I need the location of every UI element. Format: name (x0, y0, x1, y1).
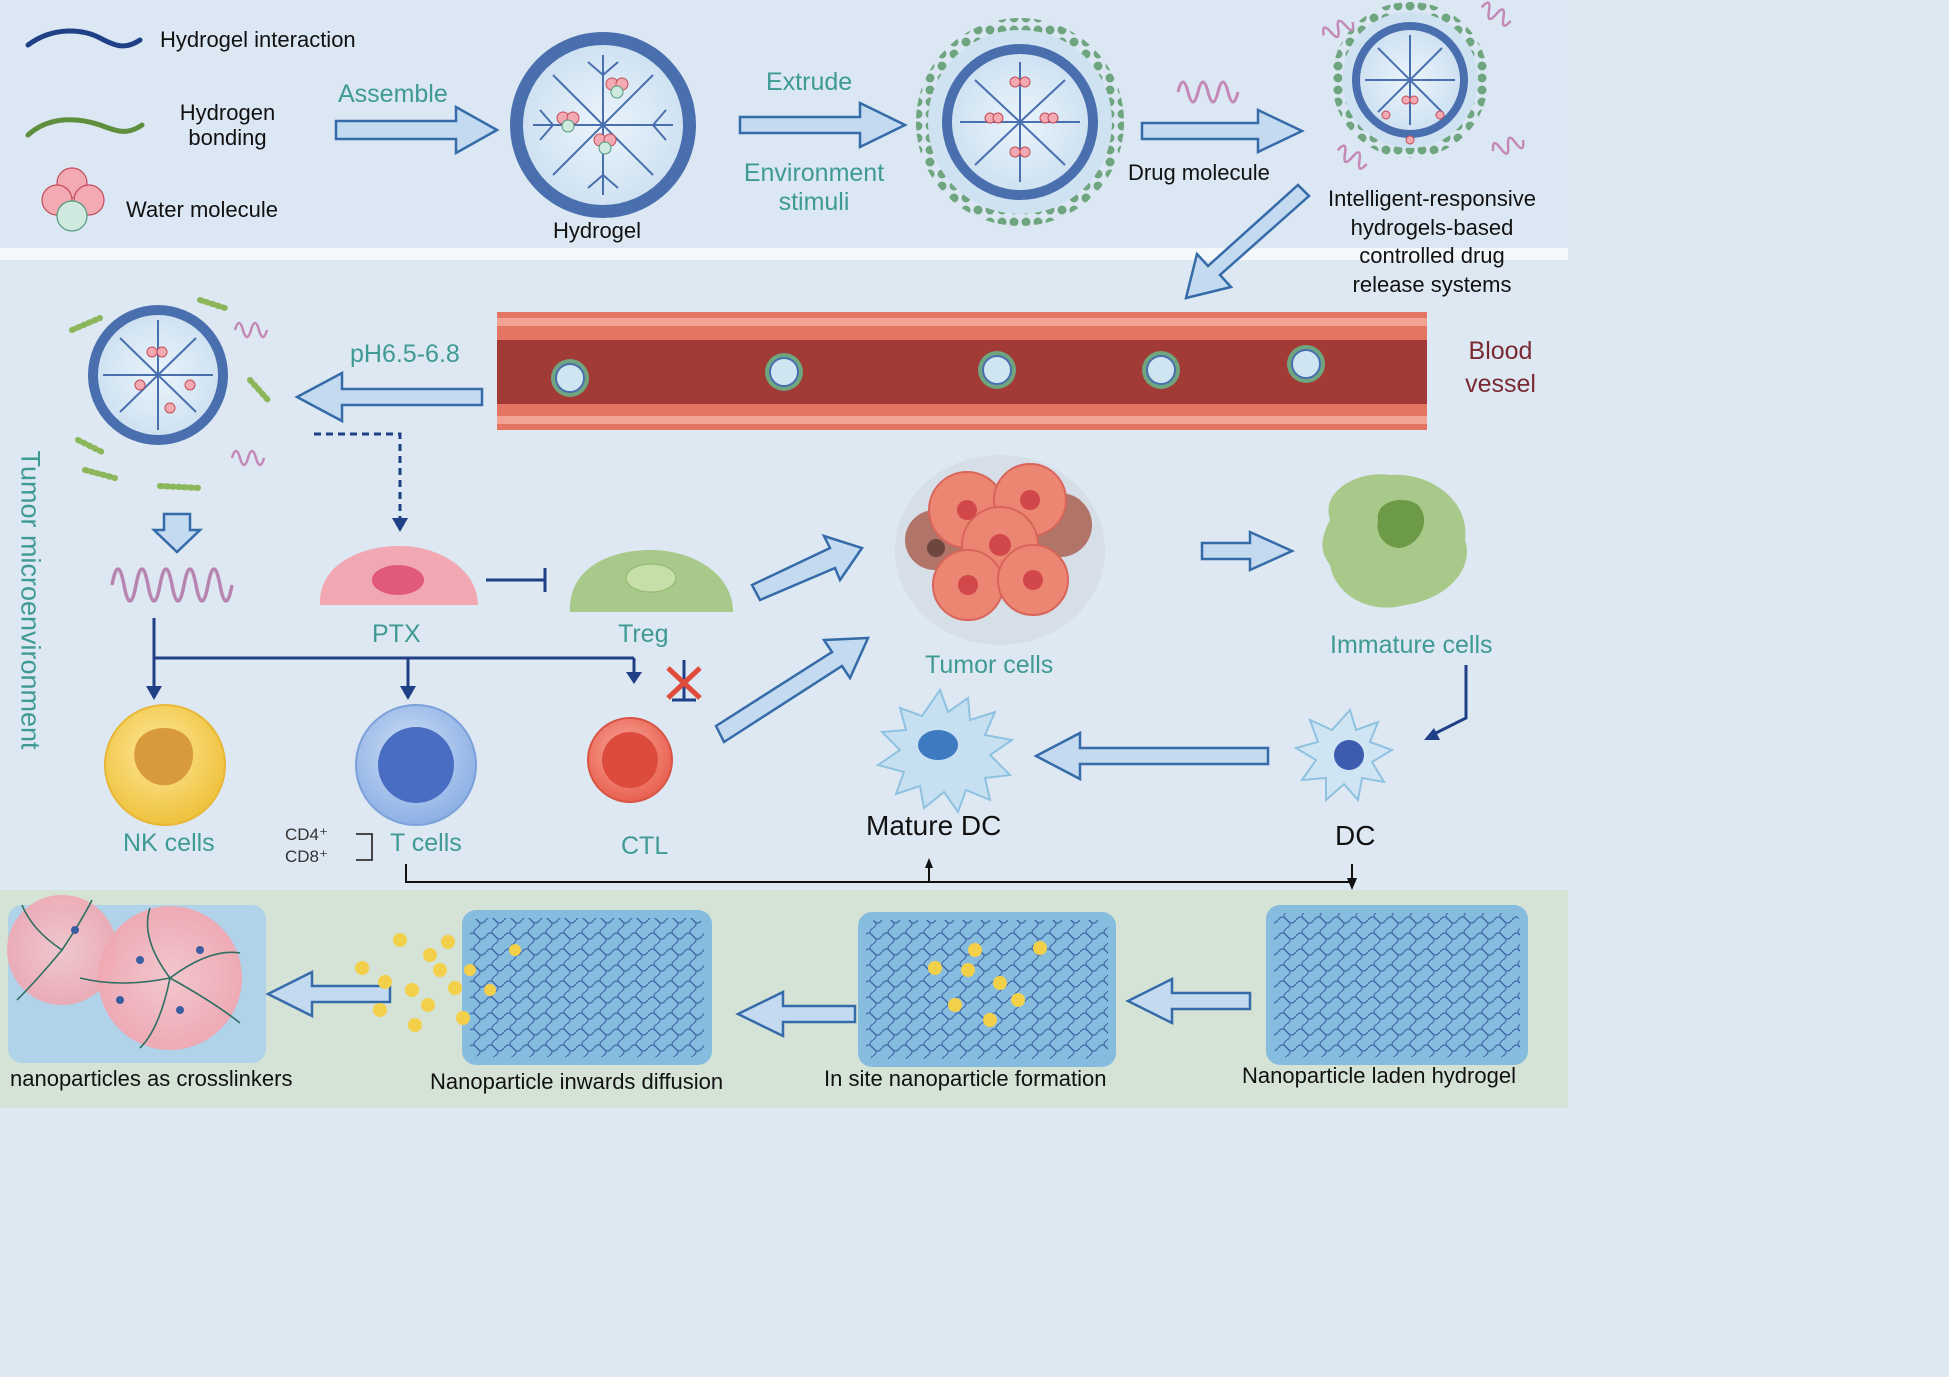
ptx-label: PTX (372, 620, 421, 648)
extrude-arrow (738, 100, 908, 150)
extrude-label: Extrude (766, 68, 853, 96)
crosslinked-gel (7, 895, 266, 1063)
blood-vessel-label: Blood vessel (1465, 337, 1536, 398)
drug-molecule-label: Drug molecule (1128, 160, 1270, 185)
treg-cell (569, 550, 733, 612)
crosslinkers-label: nanoparticles as crosslinkers (10, 1066, 293, 1091)
intelligent-hydrogel (1322, 1, 1525, 170)
vessel-particle (978, 351, 1016, 389)
hydrogen-bonding-line-icon (25, 117, 145, 138)
legend-hydrogel-interaction: Hydrogel interaction (160, 27, 356, 52)
diffusion-to-crosslink-arrow (265, 969, 392, 1019)
immature-to-dc-line (1429, 665, 1468, 738)
immature-cells-label: Immature cells (1330, 631, 1493, 659)
environment-stimuli-label: Environment stimuli (743, 159, 885, 216)
drug-release-diagram (0, 0, 1568, 1108)
free-nanoparticles (355, 933, 470, 1032)
release-down-arrow (150, 512, 204, 554)
panel-divider (0, 248, 1568, 260)
nk-cell (104, 704, 226, 826)
laden-to-formation-arrow (1125, 976, 1252, 1026)
vessel-particle (1142, 351, 1180, 389)
treg-to-tumor-arrow (750, 533, 864, 602)
in-site-formation-label: In site nanoparticle formation (824, 1066, 1107, 1091)
degrading-hydrogel (69, 297, 271, 491)
tumor-cells-label: Tumor cells (925, 651, 1054, 679)
vessel-particle (1287, 345, 1325, 383)
tumor-microenvironment-title: Tumor microenvironment (15, 450, 46, 750)
intelligent-system-label: Intelligent-responsive hydrogels-based c… (1328, 186, 1536, 297)
block-cross-icon (666, 666, 702, 700)
water-molecule-icon (41, 167, 105, 232)
formation-gel (858, 912, 1116, 1067)
dashed-arrow-to-ptx (314, 432, 402, 522)
tumor-cluster (895, 455, 1105, 645)
vessel-particle (551, 359, 589, 397)
legend-water-molecule: Water molecule (126, 197, 279, 222)
hydrogel-label: Hydrogel (553, 218, 642, 243)
nk-cells-label: NK cells (123, 829, 215, 857)
cd8-label: CD8⁺ (285, 847, 328, 866)
inwards-diffusion-label: Nanoparticle inwards diffusion (430, 1069, 724, 1094)
dc-to-mature-arrow (1033, 730, 1270, 782)
assemble-arrow (334, 104, 500, 156)
mature-dc-label: Mature DC (866, 810, 1002, 841)
t-cell (355, 704, 477, 826)
to-bloodstream-arrow (1184, 183, 1311, 300)
diffusion-gel (462, 910, 712, 1065)
tumor-to-immature-arrow (1200, 530, 1296, 572)
ph-label: pH6.5-6.8 (350, 340, 460, 368)
load-drug-arrow (1140, 108, 1305, 154)
ctl-cell (587, 717, 673, 803)
mature-dc-cell (875, 687, 1015, 815)
drug-coil-middle-icon (110, 567, 234, 603)
drug-coil-icon (1176, 80, 1240, 104)
ptx-cell (319, 545, 478, 605)
laden-gel (1266, 905, 1528, 1065)
liposome-hydrogel (916, 18, 1124, 226)
ctl-to-tumor-arrow (714, 636, 870, 744)
treg-label: Treg (618, 620, 669, 648)
formation-to-diffusion-arrow (735, 989, 857, 1039)
cd-bracket (356, 833, 373, 861)
inhibition-line (486, 568, 547, 592)
legend-hydrogen-bonding: Hydrogen bonding (179, 100, 276, 151)
assemble-label: Assemble (338, 80, 448, 108)
blood-vessel (497, 312, 1427, 430)
dc-label: DC (1335, 820, 1376, 851)
vessel-particle (765, 353, 803, 391)
dc-cell (1293, 708, 1395, 803)
laden-hydrogel-label: Nanoparticle laden hydrogel (1242, 1063, 1516, 1088)
t-cells-label: T cells (390, 829, 462, 857)
hydrogel-interaction-line-icon (25, 28, 143, 49)
hydrogel-sphere (510, 32, 696, 218)
immune-branch-lines (152, 618, 636, 690)
immature-cell (1322, 474, 1467, 608)
cd4-label: CD4⁺ (285, 825, 328, 844)
ctl-label: CTL (621, 832, 669, 860)
ph-release-arrow (294, 370, 484, 424)
